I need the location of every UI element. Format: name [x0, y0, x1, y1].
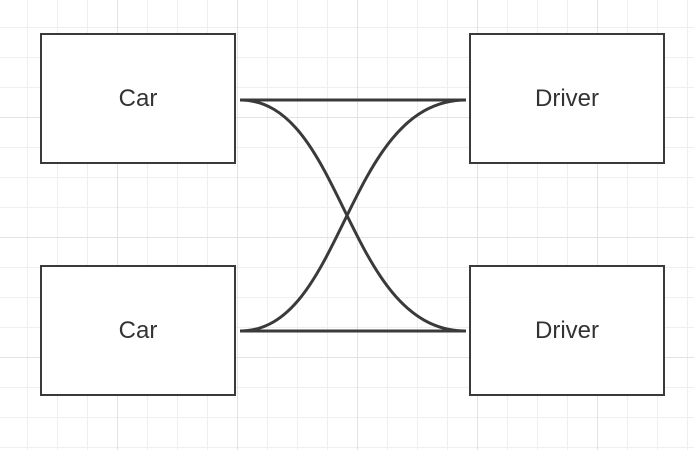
node-driver-bottom[interactable]: Driver — [469, 265, 665, 396]
node-label: Driver — [535, 316, 599, 344]
node-driver-top[interactable]: Driver — [469, 33, 665, 164]
edge-car-1-driver-2 — [239, 98, 467, 333]
node-car-top[interactable]: Car — [40, 33, 236, 164]
edge-car-2-driver-1 — [239, 98, 467, 333]
node-label: Car — [118, 316, 158, 344]
node-label: Car — [118, 84, 158, 112]
node-car-bottom[interactable]: Car — [40, 265, 236, 396]
node-label: Driver — [535, 84, 599, 112]
